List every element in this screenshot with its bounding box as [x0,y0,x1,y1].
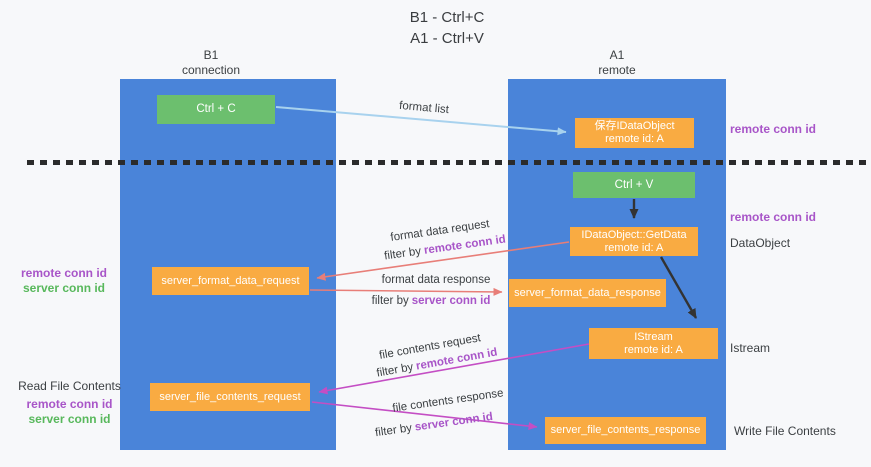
server-conn-id-label-left-top: server conn id [22,281,106,295]
remote-conn-id-label-left-bottom: remote conn id [26,397,113,411]
getdata-line1: IDataObject::GetData [581,228,687,241]
save-idataobject-line1: 保存IDataObject [594,120,675,132]
box-idataobject-getdata: IDataObject::GetData remote id: A [570,227,698,256]
ctrl-v-label: Ctrl + V [614,178,654,191]
istream-line1: IStream [634,330,673,343]
filter-by-text: filter by [383,245,422,263]
lane-a1-role: remote [598,63,636,77]
title-line-1: B1 - Ctrl+C [409,9,485,26]
lane-a1-name: A1 [609,48,625,62]
lane-b1-name: B1 [203,48,219,62]
dataobject-label: DataObject [730,236,791,250]
ctrl-c-label: Ctrl + C [196,103,236,115]
phase-separator-dashed-line [27,160,871,165]
lane-header-b1: B1 connection [146,48,276,78]
format-data-response-arrow [309,287,503,296]
box-ctrl-c: Ctrl + C [157,95,275,124]
server-file-contents-request-label: server_file_contents_request [159,390,301,403]
istream-line2: remote id: A [624,343,683,356]
left-conn-id-stack-top: remote conn id server conn id [19,266,109,296]
box-ctrl-v: Ctrl + V [573,172,695,198]
server-conn-id-filter-text: server conn id [411,295,491,307]
box-istream: IStream remote id: A [589,328,718,359]
lane-header-a1: A1 remote [552,48,682,78]
box-server-file-contents-response: server_file_contents_response [545,417,706,444]
left-conn-id-stack-bottom: Read File Contents remote conn id server… [17,379,122,427]
server-format-data-request-label: server_format_data_request [161,274,300,287]
box-server-format-data-response: server_format_data_response [509,279,666,307]
box-save-idataobject: 保存IDataObject remote id: A [575,118,694,148]
diagram-title: B1 - Ctrl+C A1 - Ctrl+V [347,7,547,49]
remote-conn-id-label-left-top: remote conn id [20,266,107,280]
format-list-label: format list [398,99,450,117]
istream-side-label: Istream [730,341,771,355]
write-file-contents-label: Write File Contents [734,424,836,438]
remote-conn-id-label-mid-right: remote conn id [730,210,817,224]
filter-by-text: filter by [374,422,413,440]
format-data-response-label: format data response [381,274,491,286]
remote-conn-id-label-top-right: remote conn id [730,122,817,136]
getdata-line2: remote id: A [604,241,664,254]
title-line-2: A1 - Ctrl+V [410,30,484,47]
read-file-contents-label: Read File Contents [18,379,121,393]
server-format-data-response-label: server_format_data_response [514,286,661,299]
server-conn-id-filter-text: server conn id [414,410,494,434]
filter-by-text: filter by [375,361,415,380]
server-file-contents-response-label: server_file_contents_response [550,424,701,436]
server-conn-id-label-left-bottom: server conn id [28,412,111,426]
box-server-file-contents-request: server_file_contents_request [150,383,310,411]
lane-b1-role: connection [181,63,241,77]
file-contents-response-filter-label: filter byserver conn id [374,411,493,439]
save-idataobject-line2: remote id: A [605,133,664,145]
filter-by-text: filter by [371,295,409,307]
box-server-format-data-request: server_format_data_request [152,267,309,295]
